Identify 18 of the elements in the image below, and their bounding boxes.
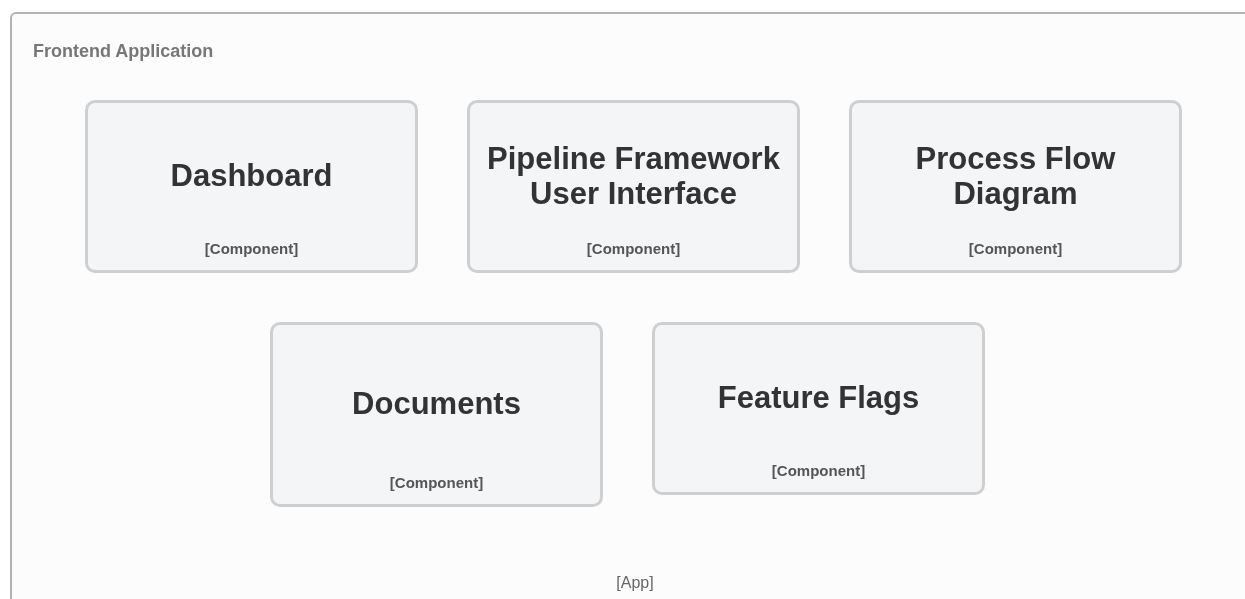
component-type-label: [Component] — [771, 460, 866, 481]
container-title: Frontend Application — [33, 40, 214, 63]
component-title: Pipeline Framework User Interface — [486, 140, 781, 212]
component-box — [467, 100, 800, 273]
component-title: Process Flow Diagram — [914, 140, 1117, 212]
component-title: Dashboard — [170, 158, 333, 195]
app-container — [10, 12, 1245, 599]
component-box — [85, 100, 418, 273]
component-type-label: [Component] — [968, 238, 1063, 259]
component-title: Documents — [352, 386, 521, 423]
component-box — [270, 322, 603, 507]
component-type-label: [Component] — [389, 472, 484, 493]
component-type-label: [Component] — [586, 238, 681, 259]
component-box — [652, 322, 985, 495]
component-title: Feature Flags — [717, 380, 920, 417]
component-box — [849, 100, 1182, 273]
container-type-label: [App] — [616, 573, 654, 593]
component-type-label: [Component] — [204, 238, 299, 259]
